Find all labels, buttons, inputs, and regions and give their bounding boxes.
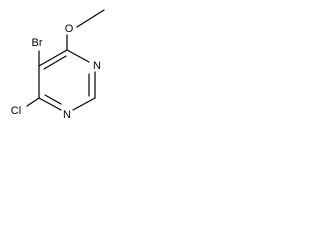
bond-c4-c5-double bbox=[43, 55, 67, 70]
bond-c6-cl bbox=[26, 97, 40, 107]
bond-c4-n3 bbox=[66, 49, 90, 63]
atom-oxygen: O bbox=[65, 23, 74, 35]
atom-nitrogen-upper: N bbox=[93, 60, 101, 72]
bond-c4-c5 bbox=[38, 49, 68, 67]
molecule-structure: O Br N N Cl bbox=[11, 9, 105, 121]
atom-bromine: Br bbox=[32, 37, 43, 49]
atom-nitrogen-lower: N bbox=[63, 109, 71, 121]
bond-c2-n1 bbox=[72, 97, 96, 111]
atom-chlorine: Cl bbox=[11, 105, 21, 117]
bond-methyl-o bbox=[76, 9, 105, 28]
bond-c6-n1-double bbox=[44, 94, 62, 105]
bond-c6-n1 bbox=[38, 97, 62, 111]
